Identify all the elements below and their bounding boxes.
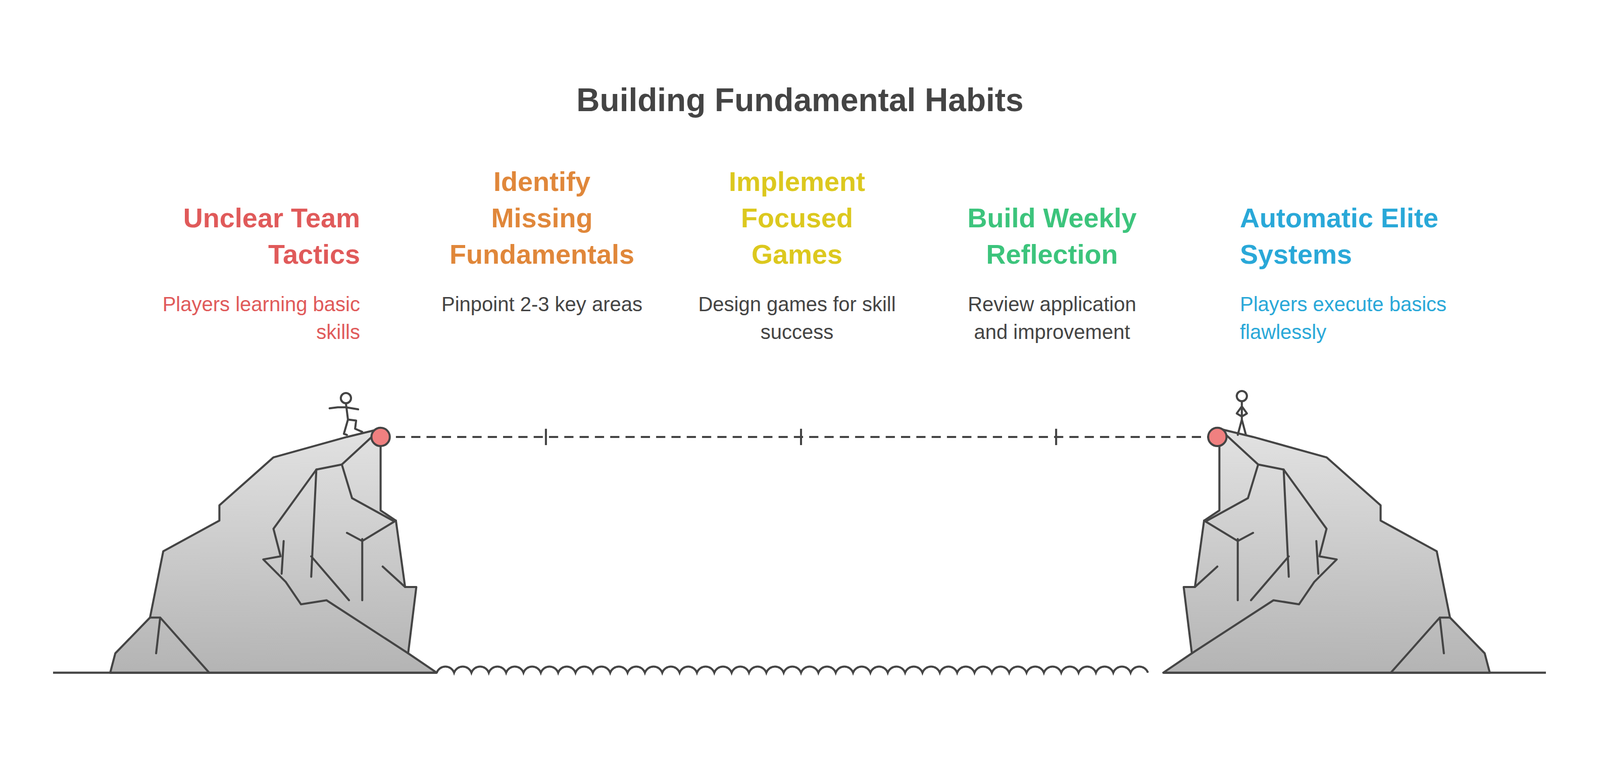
stage-description: Players learning basic skills — [122, 290, 361, 346]
stage-heading: Automatic Elite Systems — [1239, 199, 1523, 273]
stage-description: Design games for skill success — [695, 290, 898, 346]
stage-step: Identify Missing FundamentalsPinpoint 2-… — [440, 163, 643, 319]
stage-step: Build Weekly ReflectionReview applicatio… — [951, 199, 1154, 346]
water-waves — [436, 666, 1148, 673]
stage-step: Implement Focused GamesDesign games for … — [695, 163, 898, 346]
stage-description: Review application and improvement — [951, 290, 1154, 346]
stage-description: Pinpoint 2-3 key areas — [440, 290, 643, 319]
stage-heading: Unclear Team Tactics — [122, 199, 361, 273]
stage-step: Unclear Team TacticsPlayers learning bas… — [122, 199, 361, 346]
stage-heading: Build Weekly Reflection — [951, 199, 1154, 273]
diagram-title: Building Fundamental Habits — [576, 80, 1024, 120]
stage-heading: Identify Missing Fundamentals — [440, 163, 643, 273]
stage-description: Players execute basics flawlessly — [1239, 290, 1523, 346]
stage-step: Automatic Elite SystemsPlayers execute b… — [1239, 199, 1523, 346]
stage-heading: Implement Focused Games — [695, 163, 898, 273]
